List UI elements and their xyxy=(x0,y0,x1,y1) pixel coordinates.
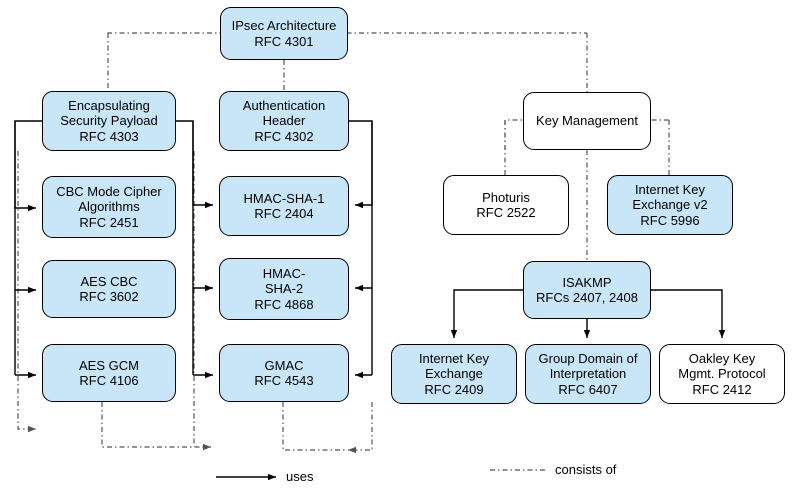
node-oakley-key-mgmt-protocol[interactable]: Oakley Key Mgmt. Protocol RFC 2412 xyxy=(659,344,785,404)
node-line: RFC 3602 xyxy=(79,289,139,304)
node-line: Exchange v2 xyxy=(632,197,708,213)
uses-edges xyxy=(14,120,726,481)
node-line: Internet Key xyxy=(418,350,490,366)
node-line: GMAC xyxy=(264,357,304,373)
node-line: Oakley Key xyxy=(688,350,756,366)
node-line: RFC 4106 xyxy=(79,373,139,388)
node-line: Exchange xyxy=(425,366,483,382)
node-line: Algorithms xyxy=(78,199,140,215)
node-line: SHA-2 xyxy=(264,281,304,297)
node-internet-key-exchange-v2[interactable]: Internet Key Exchange v2 RFC 5996 xyxy=(607,175,733,235)
node-gmac[interactable]: GMAC RFC 4543 xyxy=(219,344,349,402)
node-line: AES GCM xyxy=(79,357,139,373)
node-line: Internet Key xyxy=(634,181,706,197)
node-line: Mgmt. Protocol xyxy=(678,366,766,382)
node-line: Authentication xyxy=(242,97,326,113)
node-line: Security Payload xyxy=(60,113,158,129)
node-line: Interpretation xyxy=(549,366,627,382)
node-key-management[interactable]: Key Management xyxy=(523,92,651,150)
node-line: RFC 4868 xyxy=(254,296,314,312)
node-internet-key-exchange[interactable]: Internet Key Exchange RFC 2409 xyxy=(391,344,517,404)
node-line: ISAKMP xyxy=(562,274,612,290)
node-line: RFC 4303 xyxy=(79,128,139,144)
node-line: RFC 5996 xyxy=(640,212,700,228)
node-line: Group Domain of xyxy=(538,350,638,366)
consists-of-edges xyxy=(17,32,670,471)
node-hmac-sha-2[interactable]: HMAC- SHA-2 RFC 4868 xyxy=(219,258,349,320)
node-line: RFC 6407 xyxy=(558,381,618,397)
node-line: IPsec Architecture xyxy=(231,18,337,33)
node-line: Header xyxy=(262,113,306,129)
node-line: RFC 2451 xyxy=(79,214,139,230)
node-line: RFCs 2407, 2408 xyxy=(536,290,638,305)
node-aes-gcm[interactable]: AES GCM RFC 4106 xyxy=(42,344,176,402)
node-line: RFC 2522 xyxy=(476,205,536,220)
node-line: HMAC-SHA-1 xyxy=(243,190,325,206)
node-line: RFC 4543 xyxy=(254,373,314,388)
node-line: Key Management xyxy=(536,113,638,129)
legend-label-uses: uses xyxy=(286,469,314,484)
node-line: RFC 4301 xyxy=(254,33,314,49)
node-line: HMAC- xyxy=(262,265,306,281)
node-group-domain-of-interpretation[interactable]: Group Domain of Interpretation RFC 6407 xyxy=(525,344,651,404)
node-hmac-sha-1[interactable]: HMAC-SHA-1 RFC 2404 xyxy=(219,176,349,236)
node-authentication-header[interactable]: Authentication Header RFC 4302 xyxy=(219,91,349,151)
node-line: CBC Mode Cipher xyxy=(56,183,162,199)
node-line: RFC 4302 xyxy=(254,128,314,144)
node-cbc-mode-cipher-algorithms[interactable]: CBC Mode Cipher Algorithms RFC 2451 xyxy=(42,176,176,238)
node-isakmp[interactable]: ISAKMP RFCs 2407, 2408 xyxy=(523,261,651,319)
node-line: AES CBC xyxy=(80,273,138,289)
node-aes-cbc[interactable]: AES CBC RFC 3602 xyxy=(42,260,176,318)
node-photuris[interactable]: Photuris RFC 2522 xyxy=(443,175,569,235)
node-line: RFC 2404 xyxy=(254,206,314,221)
node-line: Photuris xyxy=(482,189,530,205)
node-encapsulating-security-payload[interactable]: Encapsulating Security Payload RFC 4303 xyxy=(42,91,176,151)
legend-label-consists-of: consists of xyxy=(555,462,617,477)
node-line: Encapsulating xyxy=(68,97,150,113)
node-line: RFC 2412 xyxy=(692,381,752,397)
node-ipsec-architecture[interactable]: IPsec Architecture RFC 4301 xyxy=(220,7,348,60)
node-line: RFC 2409 xyxy=(424,381,484,397)
